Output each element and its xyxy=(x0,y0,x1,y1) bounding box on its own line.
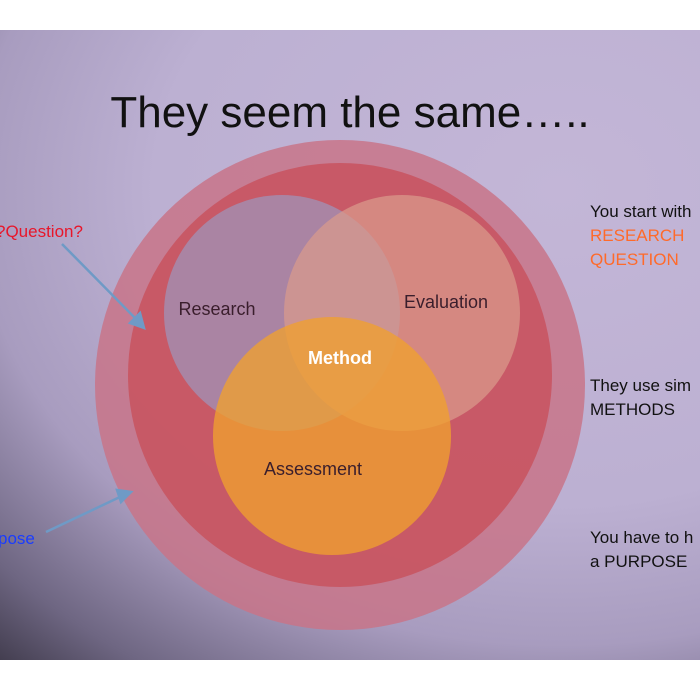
assessment-circle xyxy=(213,317,451,555)
note-methods: They use sim METHODS xyxy=(590,374,691,422)
note1-line1: You start with xyxy=(590,202,692,221)
slide: They seem the same….. Research Evaluatio… xyxy=(0,30,700,660)
venn-diagram: Research Evaluation Method Assessment xyxy=(45,140,585,630)
evaluation-label: Evaluation xyxy=(404,292,488,312)
note3-line2: a PURPOSE xyxy=(590,552,688,571)
method-label: Method xyxy=(308,348,372,368)
note-research-question: You start with RESEARCH QUESTION xyxy=(590,200,691,272)
research-label: Research xyxy=(178,299,255,319)
question-label: ?Question? xyxy=(0,222,83,241)
arrow-purpose xyxy=(45,488,134,534)
note1-line2: RESEARCH xyxy=(590,226,685,245)
note1-line3: QUESTION xyxy=(590,250,679,269)
note-purpose: You have to h a PURPOSE xyxy=(590,526,693,574)
note2-line2: METHODS xyxy=(590,400,675,419)
arrow-question xyxy=(61,243,146,330)
assessment-label: Assessment xyxy=(264,459,362,479)
note2-line1: They use sim xyxy=(590,376,692,395)
note3-line1: You have to h xyxy=(590,528,694,547)
purpose-label: pose xyxy=(0,529,35,548)
slide-title: They seem the same….. xyxy=(110,88,590,137)
